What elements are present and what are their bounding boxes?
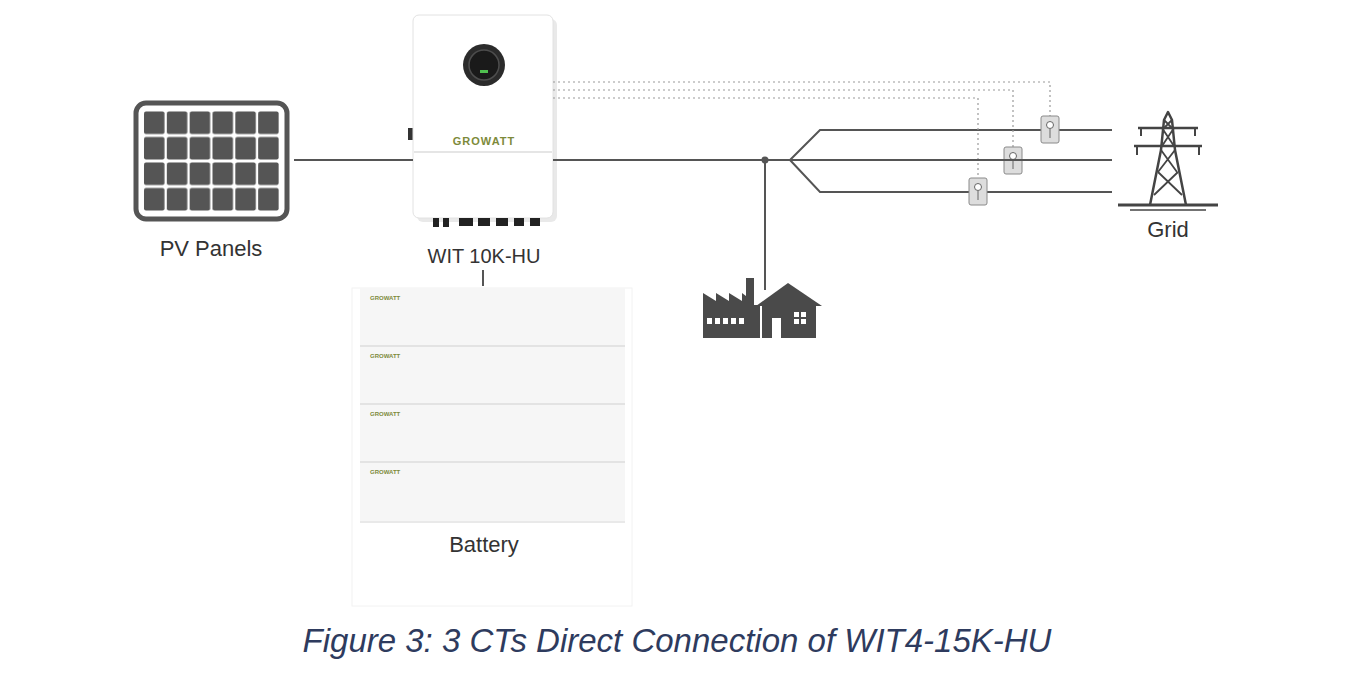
ct-mark — [1013, 160, 1014, 169]
window — [739, 318, 744, 324]
battery-stack — [360, 288, 625, 523]
ct-ring — [1010, 153, 1017, 160]
factory-shape — [703, 278, 760, 338]
ct-signal-lines — [553, 82, 1050, 178]
battery-backdrop — [352, 288, 632, 606]
tower-insulators — [1137, 128, 1199, 155]
brand-logo: GROWATT — [370, 411, 400, 418]
inverter-display-inner — [469, 50, 499, 80]
door — [772, 318, 781, 338]
power-wire — [553, 159, 1112, 161]
tower-legs — [1150, 112, 1186, 205]
inverter-terminals — [433, 218, 540, 227]
terminal — [443, 218, 449, 227]
phase-wire — [790, 160, 1112, 192]
panel-cells — [143, 110, 280, 212]
load-wire — [764, 160, 766, 290]
window — [801, 312, 806, 317]
ct-ring — [975, 184, 982, 191]
inverter-led — [480, 70, 488, 73]
ac-wires — [765, 130, 1112, 290]
inverter-icon — [408, 15, 557, 227]
window — [794, 312, 799, 317]
tower-bracing — [1154, 120, 1182, 195]
grid-node: Grid — [1112, 110, 1224, 246]
node-label: PV Panels — [160, 236, 263, 262]
grid-tower-icon — [1118, 112, 1218, 210]
power-wire — [482, 270, 484, 286]
brand-logo: GROWATT — [370, 353, 400, 360]
window — [801, 319, 806, 324]
panel-frame — [136, 103, 287, 219]
house-body — [762, 305, 816, 338]
terminal — [530, 218, 540, 226]
battery-icon — [352, 288, 632, 606]
house-roof — [756, 283, 822, 306]
inverter-divider — [414, 151, 552, 153]
terminal — [496, 218, 508, 226]
pv-panel-icon — [136, 103, 287, 219]
terminal — [433, 218, 439, 227]
module-divider — [360, 521, 625, 523]
load-windows — [707, 312, 806, 338]
ct-clamp — [969, 178, 987, 205]
window — [794, 319, 799, 324]
window — [707, 318, 712, 324]
window — [731, 318, 736, 324]
ct-mark — [1050, 129, 1051, 138]
terminal — [478, 218, 490, 226]
module-divider — [360, 403, 625, 405]
inverter-display — [463, 44, 505, 86]
window — [723, 318, 728, 324]
node-label: Battery — [449, 532, 519, 558]
ground-line — [1130, 209, 1206, 211]
node-label: WIT 10K-HU — [428, 244, 541, 268]
brand-logo: GROWATT — [370, 295, 400, 302]
power-wire — [294, 159, 413, 161]
ct-clamp — [1041, 116, 1059, 143]
module-divider — [360, 345, 625, 347]
ground-line — [1118, 204, 1218, 207]
inverter-node: GROWATT WIT 10K-HU — [413, 12, 553, 270]
terminal — [459, 218, 473, 226]
module-divider — [360, 461, 625, 463]
ct-mark — [978, 191, 979, 200]
brand-logo: GROWATT — [453, 135, 515, 148]
ct-signal-line — [553, 98, 978, 178]
terminal — [514, 218, 524, 226]
ct-ring — [1047, 122, 1054, 129]
pv-panels-node: PV Panels — [128, 96, 294, 268]
battery-node: GROWATT GROWATT GROWATT GROWATT Battery — [356, 286, 629, 568]
ct-signal-line — [553, 82, 1050, 116]
node-label: Grid — [1147, 217, 1189, 243]
window — [715, 318, 720, 324]
brand-logo: GROWATT — [370, 469, 400, 476]
load-icon — [703, 278, 822, 338]
phase-wire — [790, 130, 1112, 160]
inverter-body — [413, 15, 553, 218]
figure-caption: Figure 3: 3 CTs Direct Connection of WIT… — [0, 621, 1354, 661]
